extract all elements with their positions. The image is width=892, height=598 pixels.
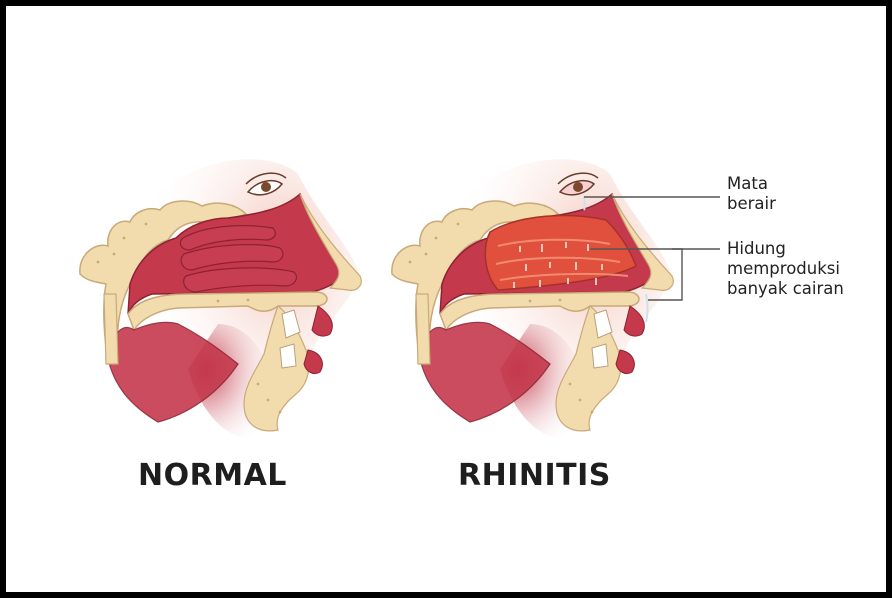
callout-runny-nose-line1: Hidung [727,239,844,259]
caption-normal: NORMAL [138,458,287,493]
callout-runny-nose: Hidung memproduksi banyak cairan [727,239,844,299]
callout-watery-eyes-line1: Mata [727,174,776,194]
callout-watery-eyes-line2: berair [727,194,776,214]
callout-watery-eyes: Mata berair [727,174,776,214]
caption-rhinitis: RHINITIS [458,458,611,493]
callout-runny-nose-line3: banyak cairan [727,279,844,299]
callout-leader-lines [6,6,886,592]
callout-runny-nose-line2: memproduksi [727,259,844,279]
diagram-frame: Mata berair Hidung memproduksi banyak ca… [6,6,886,592]
